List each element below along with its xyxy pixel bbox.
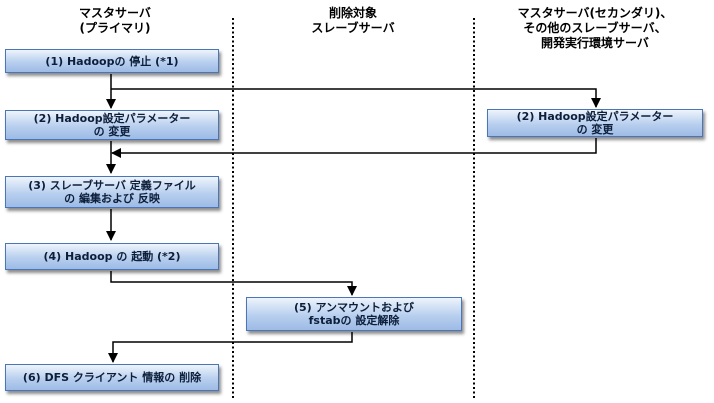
lane-title-master-line1: マスタサーバ xyxy=(79,6,151,20)
step-5-label-line2: fstabの 設定解除 xyxy=(308,314,400,327)
lane-title-target: 削除対象 スレーブサーバ xyxy=(238,6,468,36)
connector-4-to-5 xyxy=(110,271,357,296)
lane-title-others-line1: マスタサーバ(セカンダリ)、 xyxy=(517,6,673,20)
connector-5-to-6 xyxy=(108,332,353,363)
lane-title-target-line2: スレーブサーバ xyxy=(311,21,395,35)
step-6-label: (6) DFS クライアント 情報の 削除 xyxy=(22,371,202,384)
lane-title-target-line1: 削除対象 xyxy=(328,6,377,20)
step-3-label-line2: の 編集および 反映 xyxy=(64,192,160,205)
step-2-label-line1: (2) Hadoop設定パラメーター xyxy=(33,112,191,125)
lane-title-others-line3: 開発実行環境サーバ xyxy=(541,36,649,50)
step-2-label-line2: の 変更 xyxy=(93,125,131,138)
step-2-box: (2) Hadoop設定パラメーター の 変更 xyxy=(5,110,219,140)
step-1-box: (1) Hadoopの 停止 (*1) xyxy=(5,49,219,73)
step-1-label: (1) Hadoopの 停止 (*1) xyxy=(45,54,179,68)
step-2b-label-line2: の 変更 xyxy=(576,123,614,136)
step-2b-label-line1: (2) Hadoop設定パラメーター xyxy=(516,110,674,123)
step-3-label-line1: (3) スレーブサーバ 定義ファイル xyxy=(28,179,196,192)
step-4-label: (4) Hadoop の 起動 (*2) xyxy=(43,250,181,263)
step-4-box: (4) Hadoop の 起動 (*2) xyxy=(5,243,219,270)
step-5-label-line1: (5) アンマウントおよび xyxy=(293,301,415,314)
step-5-box: (5) アンマウントおよび fstabの 設定解除 xyxy=(246,297,462,331)
connector-2b-to-3 xyxy=(111,138,597,158)
step-3-box: (3) スレーブサーバ 定義ファイル の 編集および 反映 xyxy=(5,176,219,208)
lane-title-others-line2: その他のスレーブサーバ、 xyxy=(523,21,667,35)
lane-title-master-line2: (プライマリ) xyxy=(79,21,151,35)
step-6-box: (6) DFS クライアント 情報の 削除 xyxy=(5,364,219,391)
step-2b-box: (2) Hadoop設定パラメーター の 変更 xyxy=(487,109,703,137)
lane-title-others: マスタサーバ(セカンダリ)、 その他のスレーブサーバ、 開発実行環境サーバ xyxy=(480,6,710,51)
lane-title-master: マスタサーバ (プライマリ) xyxy=(0,6,230,36)
connector-1-to-2b xyxy=(111,88,601,108)
